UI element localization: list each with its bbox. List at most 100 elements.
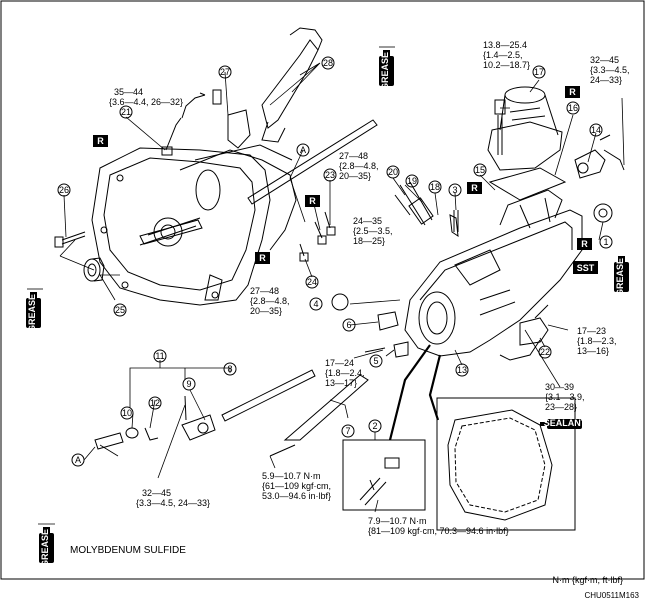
shift-rod-7	[283, 374, 369, 441]
svg-text:4: 4	[313, 299, 318, 309]
svg-text:26: 26	[59, 185, 69, 195]
svg-text:{1.8—2.4,: {1.8—2.4,	[325, 368, 365, 378]
callout-2: 2	[368, 419, 382, 433]
svg-text:16: 16	[568, 103, 578, 113]
callout-21: 21	[119, 105, 133, 119]
svg-text:27—48: 27—48	[250, 286, 279, 296]
svg-text:GREASE: GREASE	[27, 294, 37, 332]
svg-text:A: A	[75, 455, 81, 465]
callout-17: 17	[532, 65, 546, 79]
torque-35-44: 35—44 {3.6—4.4, 26—32}	[109, 87, 183, 107]
svg-text:17—23: 17—23	[577, 326, 606, 336]
r-tag-3: R	[305, 195, 320, 207]
svg-text:GREASE: GREASE	[40, 529, 50, 567]
callout-27: 27	[218, 65, 232, 79]
svg-text:12: 12	[150, 398, 160, 408]
svg-text:24: 24	[307, 277, 317, 287]
svg-text:{61—109 kgf·cm,: {61—109 kgf·cm,	[262, 481, 331, 491]
svg-text:22: 22	[540, 347, 550, 357]
link-line-1	[388, 344, 431, 441]
svg-text:SEALANT: SEALANT	[544, 418, 587, 428]
torque-27-48-a: 27—48 {2.8—4.8, 20—35}	[339, 151, 379, 181]
torque-13-8: 13.8—25.4 {1.4—2.5, 10.2—18.7}	[483, 40, 530, 70]
shift-rod-8	[221, 369, 316, 422]
part-10	[125, 427, 139, 439]
svg-text:30—39: 30—39	[545, 382, 574, 392]
svg-text:R: R	[581, 239, 588, 249]
svg-text:18—25}: 18—25}	[353, 236, 385, 246]
svg-text:17: 17	[534, 67, 544, 77]
legend-label: MOLYBDENUM SULFIDE	[70, 545, 186, 556]
svg-text:32—45: 32—45	[590, 55, 619, 65]
sensor-22	[499, 304, 549, 361]
torque-27-48-b: 27—48 {2.8—4.8, 20—35}	[250, 286, 290, 316]
callout-4: 4	[309, 297, 323, 311]
svg-text:6: 6	[346, 320, 351, 330]
bolt-3	[453, 210, 459, 232]
svg-text:SST: SST	[577, 263, 595, 273]
svg-text:{3.1—3.9,: {3.1—3.9,	[545, 392, 585, 402]
clutch-housing	[91, 144, 297, 306]
svg-text:7.9—10.7 N·m: 7.9—10.7 N·m	[368, 516, 427, 526]
svg-text:3: 3	[452, 185, 457, 195]
svg-text:13—17}: 13—17}	[325, 378, 357, 388]
svg-text:R: R	[569, 87, 576, 97]
callout-24: 24	[305, 275, 319, 289]
svg-text:23—28}: 23—28}	[545, 402, 577, 412]
svg-text:18: 18	[430, 182, 440, 192]
torque-7-9: 7.9—10.7 N·m {81—109 kgf·cm, 70.3—94.6 i…	[368, 516, 509, 536]
svg-text:{81—109 kgf·cm, 70.3—94.6 in·l: {81—109 kgf·cm, 70.3—94.6 in·lbf}	[368, 526, 509, 536]
svg-text:20—35}: 20—35}	[339, 171, 371, 181]
callout-23: 23	[323, 168, 337, 182]
svg-text:27: 27	[220, 67, 230, 77]
input-shaft	[139, 119, 378, 245]
svg-text:{3.3—4.5,: {3.3—4.5,	[590, 65, 630, 75]
svg-text:27—48: 27—48	[339, 151, 368, 161]
svg-text:9: 9	[186, 379, 191, 389]
callout-22: 22	[538, 345, 552, 359]
torque-30-39: 30—39 {3.1—3.9, 23—28}	[545, 382, 585, 412]
callout-7: 7	[341, 424, 355, 438]
svg-text:GREASE: GREASE	[380, 52, 390, 90]
callout-26: 26	[57, 183, 71, 197]
svg-text:{2.8—4.8,: {2.8—4.8,	[339, 161, 379, 171]
svg-text:{1.4—2.5,: {1.4—2.5,	[483, 50, 523, 60]
bolt-top	[494, 99, 506, 155]
units-note: N·m {kgf·m, ft·lbf}	[552, 575, 623, 585]
shaft-piece	[94, 432, 124, 450]
svg-text:24—35: 24—35	[353, 216, 382, 226]
r-tag-5: R	[565, 86, 580, 98]
torque-17-24: 17—24 {1.8—2.4, 13—17}	[325, 358, 365, 388]
sst-tag: SST	[573, 261, 598, 274]
svg-text:{2.8—4.8,: {2.8—4.8,	[250, 296, 290, 306]
svg-text:11: 11	[155, 351, 164, 361]
svg-text:53.0—94.6 in·lbf}: 53.0—94.6 in·lbf}	[262, 491, 331, 501]
bolt-26	[54, 231, 86, 248]
svg-text:R: R	[97, 136, 104, 146]
sensor-connector	[161, 146, 173, 156]
callout-11: 11	[153, 349, 167, 363]
grease-tube-top: GREASE	[379, 46, 395, 90]
marker-a-top: A	[296, 143, 310, 157]
callout-15: 15	[473, 163, 487, 177]
callout-25: 25	[113, 303, 127, 317]
svg-text:32—45: 32—45	[142, 488, 171, 498]
release-fork	[261, 27, 323, 143]
svg-text:1: 1	[603, 237, 608, 247]
figure-code: CHU0511M163	[584, 591, 639, 600]
svg-text:13.8—25.4: 13.8—25.4	[483, 40, 527, 50]
svg-text:10: 10	[122, 408, 132, 418]
grease-tube-left: GREASE	[26, 288, 43, 332]
svg-text:{2.5—3.5,: {2.5—3.5,	[353, 226, 393, 236]
r-tag-2: R	[255, 252, 270, 264]
callout-10: 10	[120, 406, 134, 420]
svg-text:14: 14	[591, 125, 601, 135]
torque-17-23: 17—23 {1.8—2.3, 13—16}	[577, 326, 617, 356]
grease-tube-legend: GREASE	[38, 523, 55, 567]
svg-text:13—16}: 13—16}	[577, 346, 609, 356]
callout-9: 9	[182, 377, 196, 391]
svg-text:28: 28	[323, 58, 333, 68]
torque-32-45-top: 32—45 {3.3—4.5, 24—33}	[590, 55, 630, 85]
torque-24-35: 24—35 {2.5—3.5, 18—25}	[353, 216, 393, 246]
marker-a-leader	[83, 446, 96, 461]
